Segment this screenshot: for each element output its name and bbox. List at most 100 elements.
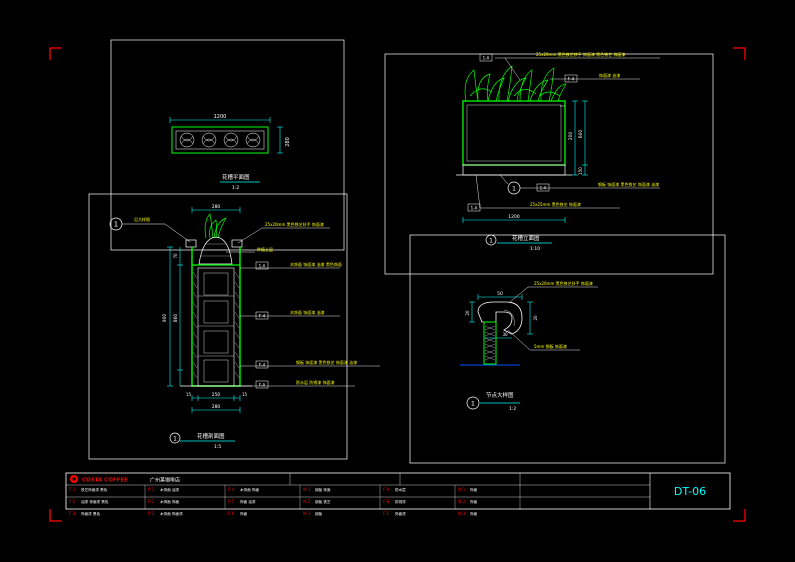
plan-dim-length: 1200 (214, 114, 227, 120)
legend-description: 油漆 饰面漆 黑色 (81, 499, 109, 504)
section-note-1: 25x20mm 黑色铁艺扶手 饰面漆 (265, 221, 324, 227)
elevation-dim-h1: 200 (568, 132, 574, 141)
legend-code: F-2 (69, 499, 76, 504)
legend-code: F-5 (228, 499, 235, 504)
section-soil-mound (198, 236, 233, 265)
legend-code: P-3 (148, 511, 155, 516)
legend-code: Q-2 (458, 499, 466, 504)
detail-note-2: 5mm 钢板 饰面漆 (534, 343, 567, 349)
company-name: COSTA COFFEE (82, 478, 128, 484)
drawing-number: DT-06 (674, 485, 706, 498)
section-dim-top: 280 (212, 204, 221, 210)
section-view: 1 见大样图 280 (109, 204, 380, 450)
elevation-tag-2: F-4 (568, 77, 575, 82)
legend-description: 铁艺饰面漆 黑色 (81, 487, 108, 492)
section-dim-bottom: 280 (212, 404, 221, 410)
elevation-detail-number: 1 (512, 186, 516, 193)
section-dim-d2: 15 (242, 392, 248, 397)
section-dim-total: 900 (162, 314, 168, 323)
elevation-view: 1 200 600 150 1200 (456, 51, 660, 252)
section-tag-4: F-A (259, 383, 266, 388)
detail-dim-b: 20 (465, 310, 470, 316)
elevation-tag-4: 1-A (471, 206, 478, 211)
legend-description: 木饰面 饰面漆 (160, 511, 183, 516)
section-note-2: 种植土层 (257, 246, 273, 252)
section-callout-label: 见大样图 (134, 216, 150, 222)
section-note-4: 木饰面 饰面漆 油漆 (290, 309, 325, 315)
detail-dim-c: 20 (533, 315, 538, 321)
legend-code: F-B (383, 499, 390, 504)
project-name: 广州某咖啡店 (150, 477, 180, 484)
legend-description: 防水层 (395, 487, 406, 492)
legend-code: F-A (383, 487, 390, 492)
section-dim-h2: 70 (173, 253, 178, 259)
legend-description: 木饰面 油漆 (160, 487, 180, 492)
section-dim-h1: 860 (173, 314, 179, 323)
legend-description: 饰面 油漆 (240, 499, 256, 504)
plan-plant-pattern (179, 132, 261, 148)
section-scale: 1:5 (214, 444, 221, 450)
detail-scale: 1:2 (509, 406, 516, 412)
legend-description: 饰面 (470, 499, 478, 504)
legend-code: P-1 (148, 487, 155, 492)
legend-description: 木饰面 饰面 (240, 487, 260, 492)
legend-code: Q-1 (458, 487, 466, 492)
section-wall-hatch (192, 271, 240, 379)
elevation-scale: 1:10 (530, 246, 540, 252)
legend-description: 钢板 饰面 (315, 487, 331, 492)
plan-title: 花槽平面图 (222, 173, 250, 181)
legend-code: M-1 (303, 487, 311, 492)
viewport-detail (409, 234, 726, 464)
elevation-note-4: 25x25mm 黑色铁艺 饰面漆 (530, 201, 581, 207)
detail-rail-profile (477, 301, 523, 335)
section-rail-right (231, 239, 243, 248)
detail-dim-d: 30 (502, 332, 508, 337)
elevation-tag-3: 1-A (540, 186, 547, 191)
viewport-frames (88, 39, 726, 464)
section-note-5: 钢板 饰面漆 黑色铁艺 饰面漆 油漆 (296, 359, 357, 365)
section-tag-1: 1-A (259, 264, 266, 269)
legend-description: 饰面漆 (395, 511, 406, 516)
section-plant (204, 213, 227, 239)
viewport-section (88, 193, 348, 460)
elevation-plants (464, 65, 567, 102)
sheet-corner-marks (49, 47, 746, 522)
detail-title: 节点大样图 (486, 391, 514, 399)
legend-code: Q-3 (458, 511, 466, 516)
plan-dim-width: 280 (285, 137, 291, 147)
legend-code: P-2 (148, 499, 155, 504)
legend-description: 饰面 (470, 511, 478, 516)
section-note-3: 木饰面 饰面漆 油漆 黑色饰面 (290, 261, 342, 267)
legend-description: 饰面 (470, 487, 478, 492)
elevation-note-1: 25x20mm 黑色铁艺扶手 饰面漆 黑色铁艺 饰面漆 (536, 51, 625, 57)
legend-description: 饰面 (240, 511, 248, 516)
section-note-6: 防水层 防锈漆 饰面漆 (296, 379, 335, 385)
legend-description: 钢板 (315, 511, 323, 516)
section-title: 花槽剖面图 (197, 432, 225, 440)
legend-description: 防锈漆 (395, 499, 406, 504)
legend-code: F-4 (228, 487, 235, 492)
plan-view: 1200 280 花槽平面图 1:2 (169, 114, 291, 191)
legend-code: F-C (383, 511, 390, 516)
legend-code: F-6 (228, 511, 235, 516)
detail-view: 50 20 20 30 25x20mm 黑色铁艺扶手 饰面漆 5mm 钢板 饰面… (460, 280, 598, 412)
section-title-bubble: 1 (173, 436, 177, 443)
legend-code: M-3 (303, 511, 311, 516)
section-dim-side: 250 (212, 392, 221, 398)
elevation-dim-width: 1200 (508, 214, 520, 220)
viewport-elevation (384, 53, 714, 275)
elevation-note-2: 饰面漆 油漆 (599, 72, 620, 78)
elevation-title-bubble: 1 (489, 238, 493, 245)
legend-description: 木饰面 饰面 (160, 499, 180, 504)
detail-post (483, 321, 497, 365)
legend-code: M-2 (303, 499, 311, 504)
plan-scale: 1:2 (232, 185, 239, 191)
elevation-note-3: 钢板 饰面漆 黑色铁艺 饰面漆 油漆 (598, 181, 659, 187)
legend-description: 钢板 铁艺 (315, 499, 331, 504)
detail-dim-a: 50 (497, 291, 503, 297)
section-tag-2: F-4 (259, 314, 266, 319)
section-dim-d1: 15 (186, 392, 192, 397)
detail-title-bubble: 1 (471, 400, 475, 408)
